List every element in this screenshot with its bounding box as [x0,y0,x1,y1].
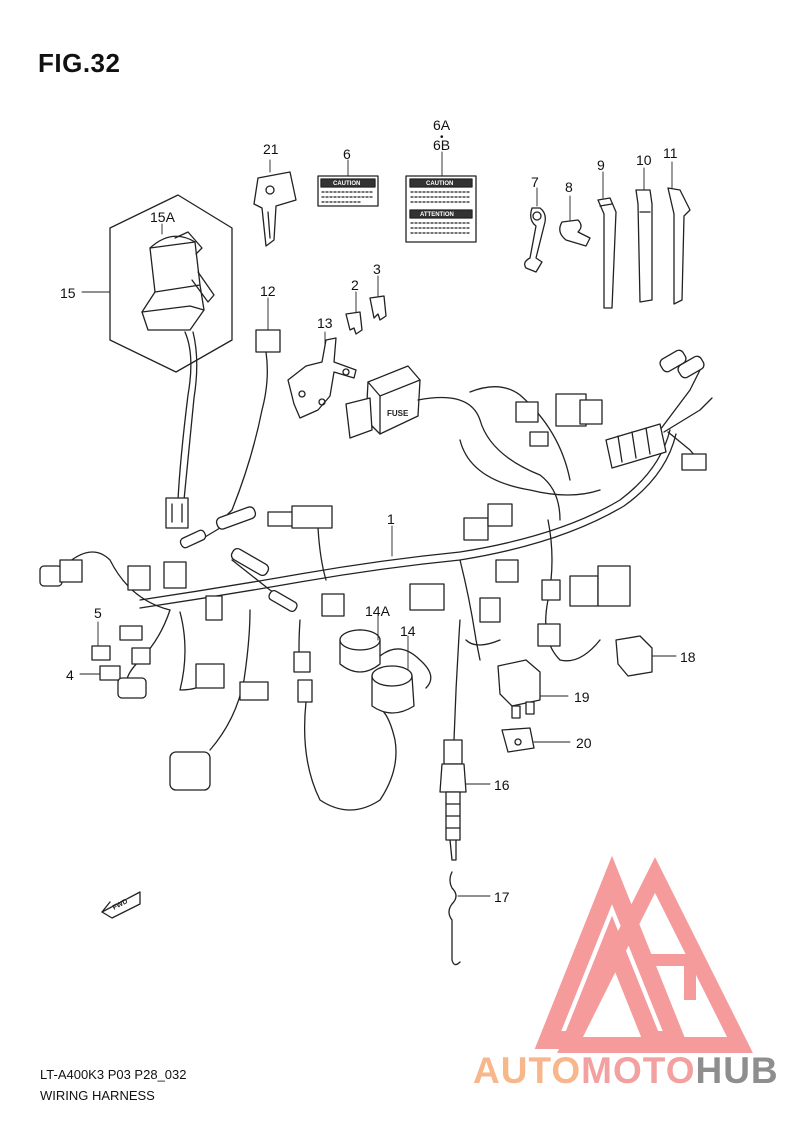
bracket-part-13 [287,337,357,419]
fwd-direction-arrow: FWD [101,891,141,919]
callout-3: 3 [373,261,381,277]
watermark-moto: MOTO [581,1050,696,1091]
callout-20: 20 [576,735,592,751]
ignition-switch-inset [109,194,233,529]
callout-1: 1 [387,511,395,527]
callout-dot: • [440,132,444,143]
callout-6a: 6A [433,117,451,133]
callout-6: 6 [343,146,351,162]
connector-part-12 [221,329,281,521]
watermark-logo [534,855,753,1053]
fuse-label: FUSE [387,409,409,418]
main-harness-trunk [139,349,713,609]
callout-18: 18 [680,649,696,665]
callout-14: 14 [400,623,416,639]
callout-9: 9 [597,157,605,173]
watermark-auto: AUTO [473,1050,582,1091]
caution-large-text: CAUTION [426,181,453,187]
clamps-and-ties [524,187,691,309]
right-connectors [537,519,631,662]
callout-21: 21 [263,141,279,157]
left-branch-connectors [39,506,298,791]
caution-attention-label-part-6b [405,175,477,243]
figure-title: FIG.32 [38,48,121,78]
footer-model-code: LT-A400K3 P03 P28_032 [40,1067,187,1082]
center-connectors [267,503,519,811]
leader-lines [79,151,677,897]
socket-parts-14 [339,629,432,714]
callout-11: 11 [663,145,678,161]
callout-7: 7 [531,174,539,190]
callout-14a: 14A [365,603,390,619]
attention-text: ATTENTION [420,212,454,218]
callout-12: 12 [260,283,276,299]
callout-17: 17 [494,889,510,905]
relays-parts-18-20 [497,635,653,753]
callout-19: 19 [574,689,590,705]
key-part-21 [253,171,297,247]
callout-4: 4 [66,667,74,683]
watermark-wordmark: AUTOMOTOHUB [473,1050,779,1092]
callout-6b: 6B [433,137,451,153]
fuses-parts-2-3 [345,295,387,335]
watermark-hub: HUB [695,1050,779,1091]
callout-13: 13 [317,315,333,331]
callout-15: 15 [60,285,76,301]
caution-small-text: CAUTION [333,181,360,187]
callout-2: 2 [351,277,359,293]
callout-16: 16 [494,777,510,793]
callout-8: 8 [565,179,573,195]
callout-15a: 15A [150,209,175,225]
callout-5: 5 [94,605,102,621]
fuse-box: FUSE [345,365,421,439]
sensor-parts-16-17 [439,619,467,966]
caution-label-part-6 [317,175,379,207]
footer-section-title: WIRING HARNESS [40,1088,155,1103]
callout-10: 10 [636,152,652,168]
